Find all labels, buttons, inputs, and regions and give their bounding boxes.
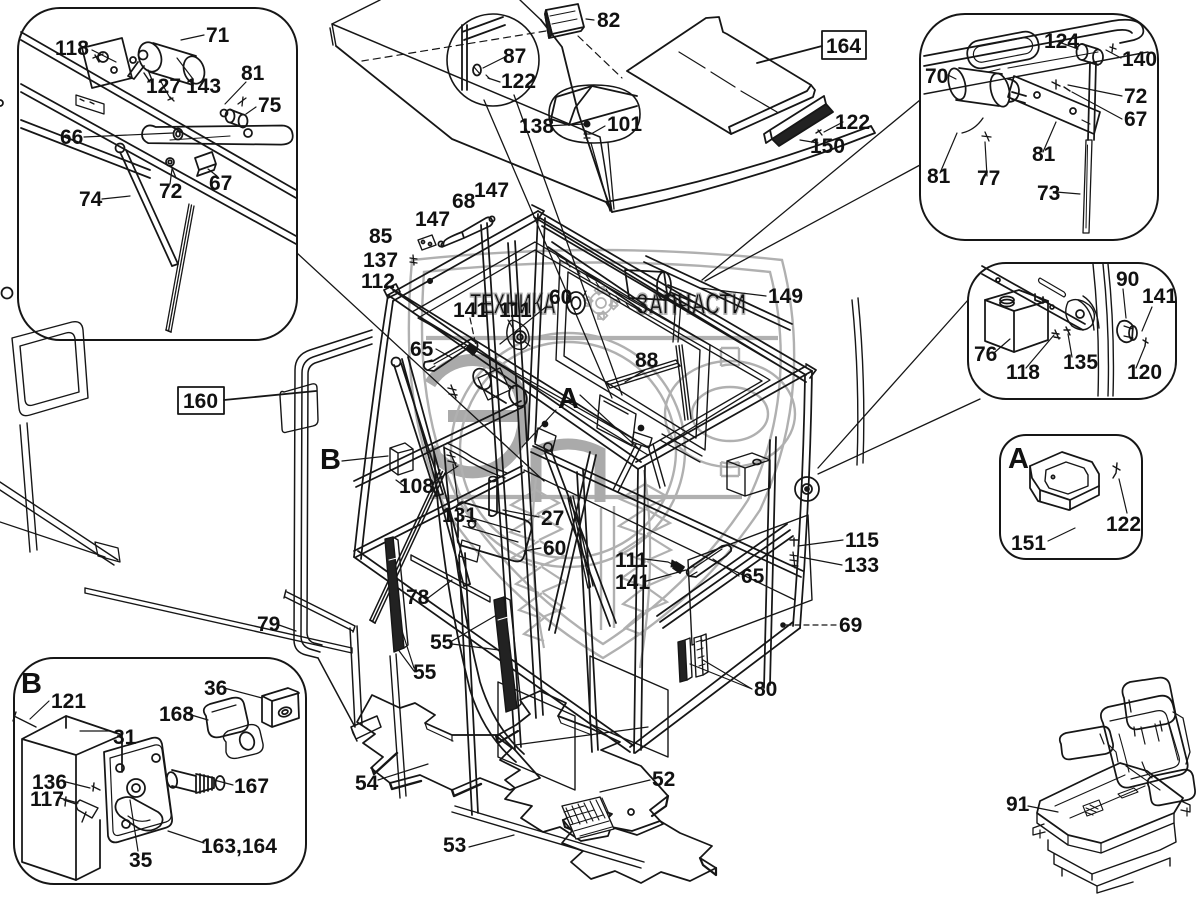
svg-text:A: A: [1008, 443, 1029, 475]
svg-text:163,164: 163,164: [201, 835, 277, 858]
svg-text:112: 112: [361, 270, 395, 293]
svg-text:27: 27: [541, 507, 564, 530]
svg-text:60: 60: [549, 286, 572, 309]
svg-text:133: 133: [844, 554, 879, 577]
svg-text:101: 101: [607, 113, 642, 136]
svg-text:136: 136: [32, 771, 67, 794]
svg-text:122: 122: [501, 70, 536, 93]
svg-text:141: 141: [1142, 285, 1177, 308]
svg-text:118: 118: [1006, 361, 1040, 384]
svg-text:65: 65: [410, 338, 434, 361]
svg-text:67: 67: [209, 172, 232, 195]
svg-text:90: 90: [1116, 268, 1139, 291]
svg-text:66: 66: [60, 126, 83, 149]
svg-text:143: 143: [186, 75, 221, 98]
svg-text:160: 160: [183, 390, 218, 413]
svg-text:67: 67: [1124, 108, 1147, 131]
svg-text:141: 141: [453, 299, 488, 322]
svg-text:77: 77: [977, 167, 1000, 190]
svg-text:60: 60: [543, 537, 566, 560]
svg-text:140: 140: [1122, 48, 1157, 71]
svg-text:141: 141: [615, 571, 650, 594]
svg-text:72: 72: [1124, 85, 1147, 108]
svg-text:147: 147: [474, 179, 509, 202]
svg-text:A: A: [558, 383, 579, 415]
svg-text:54: 54: [355, 772, 379, 795]
svg-text:35: 35: [129, 849, 153, 872]
svg-text:69: 69: [839, 614, 862, 637]
svg-text:135: 135: [1063, 351, 1098, 374]
svg-text:80: 80: [754, 678, 777, 701]
svg-text:70: 70: [925, 65, 948, 88]
svg-text:31: 31: [113, 726, 137, 749]
svg-text:149: 149: [768, 285, 803, 308]
svg-text:168: 168: [159, 703, 194, 726]
svg-text:108: 108: [399, 475, 434, 498]
svg-text:164: 164: [826, 35, 861, 58]
svg-text:131: 131: [442, 504, 477, 527]
svg-text:124: 124: [1044, 30, 1079, 53]
svg-text:53: 53: [443, 834, 466, 857]
svg-text:122: 122: [835, 111, 870, 134]
svg-text:151: 151: [1011, 532, 1046, 555]
svg-text:115: 115: [845, 529, 879, 552]
svg-text:73: 73: [1037, 182, 1060, 205]
svg-text:81: 81: [1032, 143, 1056, 166]
svg-text:150: 150: [810, 135, 845, 158]
svg-text:81: 81: [927, 165, 951, 188]
svg-text:55: 55: [430, 631, 454, 654]
svg-text:118: 118: [55, 37, 89, 60]
svg-text:55: 55: [413, 661, 437, 684]
svg-text:121: 121: [51, 690, 86, 713]
svg-text:B: B: [320, 444, 341, 476]
svg-text:120: 120: [1127, 361, 1162, 384]
svg-text:71: 71: [206, 24, 230, 47]
svg-text:137: 137: [363, 249, 398, 272]
svg-text:ЗАПЧАСТИ: ЗАПЧАСТИ: [636, 288, 746, 321]
svg-text:88: 88: [635, 349, 659, 372]
svg-text:91: 91: [1006, 793, 1030, 816]
svg-text:36: 36: [204, 677, 227, 700]
svg-text:127: 127: [146, 75, 181, 98]
svg-text:65: 65: [741, 565, 765, 588]
svg-text:117: 117: [30, 788, 64, 811]
svg-text:68: 68: [452, 190, 476, 213]
svg-text:75: 75: [258, 94, 282, 117]
svg-text:81: 81: [241, 62, 265, 85]
svg-text:79: 79: [257, 613, 280, 636]
svg-text:85: 85: [369, 225, 393, 248]
svg-text:74: 74: [79, 188, 103, 211]
svg-text:72: 72: [159, 180, 182, 203]
svg-text:76: 76: [974, 343, 997, 366]
svg-text:82: 82: [597, 9, 620, 32]
svg-text:167: 167: [234, 775, 269, 798]
svg-text:52: 52: [652, 768, 675, 791]
svg-text:147: 147: [415, 208, 450, 231]
svg-text:138: 138: [519, 115, 554, 138]
svg-text:78: 78: [406, 586, 430, 609]
svg-text:B: B: [21, 668, 42, 700]
svg-text:111: 111: [615, 549, 648, 572]
svg-text:122: 122: [1106, 513, 1141, 536]
svg-text:87: 87: [503, 45, 526, 68]
svg-text:111: 111: [499, 299, 532, 322]
